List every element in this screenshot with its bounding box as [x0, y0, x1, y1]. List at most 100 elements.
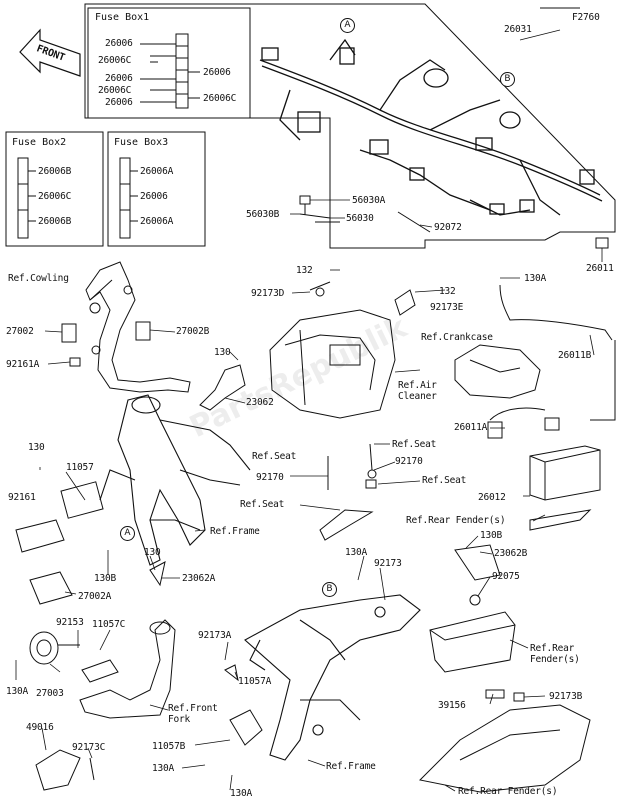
fuse-box-3-icon	[119, 157, 138, 239]
harness-boundary	[84, 3, 616, 249]
part-label-130b[interactable]: 130B	[480, 530, 503, 541]
relay-27002-icon	[61, 323, 77, 343]
part-label-132[interactable]: 132	[296, 265, 313, 276]
ref-seat[interactable]: Ref.Seat	[240, 499, 285, 510]
part-label-92161a[interactable]: 92161A	[6, 359, 40, 370]
figure-id: F2760	[572, 12, 600, 23]
part-label-130[interactable]: 130	[144, 547, 161, 558]
part-label-49016[interactable]: 49016	[26, 722, 54, 733]
part-label-92173[interactable]: 92173	[374, 558, 402, 569]
part-label-130a[interactable]: 130A	[345, 547, 368, 558]
fuse-box-1-left-part[interactable]: 26006	[105, 97, 133, 108]
fuse-box-1-right-part[interactable]: 26006	[203, 67, 231, 78]
fuse-box-3-part[interactable]: 26006	[140, 191, 168, 202]
bracket-23062-icon	[199, 364, 246, 411]
part-label-92075[interactable]: 92075	[492, 571, 520, 582]
horn-icon	[29, 631, 80, 665]
guard-49016-icon	[35, 749, 81, 791]
ref-rear-fender[interactable]: Ref.Rear Fender(s)	[406, 515, 506, 526]
front-arrow-icon	[19, 28, 81, 77]
part-label-130a[interactable]: 130A	[524, 273, 547, 284]
part-label-130a[interactable]: 130A	[230, 788, 253, 799]
ref-seat[interactable]: Ref.Seat	[422, 475, 467, 486]
fuse-box-1-left-part[interactable]: 26006	[105, 73, 133, 84]
fuse-box-2-part[interactable]: 26006B	[38, 216, 72, 227]
part-label-11057c[interactable]: 11057C	[92, 619, 126, 630]
part-label-56030[interactable]: 56030	[346, 213, 374, 224]
part-label-132[interactable]: 132	[439, 286, 456, 297]
part-label-92170[interactable]: 92170	[256, 472, 284, 483]
ref-seat[interactable]: Ref.Seat	[392, 439, 437, 450]
part-label-27002b[interactable]: 27002B	[176, 326, 210, 337]
part-label-92170[interactable]: 92170	[395, 456, 423, 467]
ref-frame[interactable]: Ref.Frame	[210, 526, 260, 537]
part-label-26011a[interactable]: 26011A	[454, 422, 488, 433]
cable-26011b-icon	[499, 284, 613, 341]
ref-front-fork[interactable]: Ref.Front Fork	[168, 703, 218, 725]
part-label-130a[interactable]: 130A	[6, 686, 29, 697]
ref-air-cleaner[interactable]: Ref.Air Cleaner	[398, 380, 437, 402]
relay-27002b-icon	[135, 321, 151, 341]
part-label-26011b[interactable]: 26011B	[558, 350, 592, 361]
part-label-23062[interactable]: 23062	[246, 397, 274, 408]
part-label-92173a[interactable]: 92173A	[198, 630, 232, 641]
part-label-130[interactable]: 130	[214, 347, 231, 358]
part-label-26011[interactable]: 26011	[586, 263, 614, 274]
part-label-92173d[interactable]: 92173D	[251, 288, 285, 299]
part-label-130b[interactable]: 130B	[94, 573, 117, 584]
fuse-box-2-frame	[5, 131, 104, 247]
part-label-92173c[interactable]: 92173C	[72, 742, 106, 753]
battery-icon	[529, 445, 601, 501]
part-label-23062a[interactable]: 23062A	[182, 573, 216, 584]
ref-crankcase[interactable]: Ref.Crankcase	[421, 332, 493, 343]
part-label-26012[interactable]: 26012	[478, 492, 506, 503]
part-label-27003[interactable]: 27003	[36, 688, 64, 699]
fuse-box-2-title: Fuse Box2	[12, 137, 67, 148]
part-label-39156[interactable]: 39156	[438, 700, 466, 711]
fuse-box-1-icon	[140, 33, 200, 109]
part-label-92153[interactable]: 92153	[56, 617, 84, 628]
leader-lines	[15, 29, 603, 792]
part-label-23062b[interactable]: 23062B	[494, 548, 528, 559]
fuse-box-2-part[interactable]: 26006C	[38, 191, 72, 202]
fuse-box-2-part[interactable]: 26006B	[38, 166, 72, 177]
part-label-92173e[interactable]: 92173E	[430, 302, 464, 313]
main-frame-icon	[99, 394, 251, 566]
rear-subframe-icon	[244, 594, 421, 761]
cowling-bracket-icon	[85, 261, 191, 393]
fuse-box-1-left-part[interactable]: 26006	[105, 38, 133, 49]
cable-26011a-icon	[489, 407, 546, 421]
ecu-92161-icon	[15, 519, 65, 553]
part-label-92161[interactable]: 92161	[8, 492, 36, 503]
ref-cowling[interactable]: Ref.Cowling	[8, 273, 69, 284]
fuse-box-1-left-part[interactable]: 26006C	[98, 85, 132, 96]
part-label-56030b[interactable]: 56030B	[246, 209, 280, 220]
part-label-11057a[interactable]: 11057A	[238, 676, 272, 687]
part-label-130[interactable]: 130	[28, 442, 45, 453]
part-label-92173b[interactable]: 92173B	[549, 691, 583, 702]
part-label-11057[interactable]: 11057	[66, 462, 94, 473]
fuse-box-2-icon	[17, 157, 36, 239]
fuse-box-3-frame	[107, 131, 206, 247]
seat-bracket-icon	[319, 509, 374, 541]
part-label-27002a[interactable]: 27002A	[78, 591, 112, 602]
fuse-box-3-part[interactable]: 26006A	[140, 166, 174, 177]
part-label-130a[interactable]: 130A	[152, 763, 175, 774]
part-label-27002[interactable]: 27002	[6, 326, 34, 337]
fuse-box-1-right-part[interactable]: 26006C	[203, 93, 237, 104]
ref-frame[interactable]: Ref.Frame	[326, 761, 376, 772]
wiring-harness-icon	[259, 38, 603, 216]
fuse-box-3-part[interactable]: 26006A	[140, 216, 174, 227]
part-label-56030a[interactable]: 56030A	[352, 195, 386, 206]
ref-seat[interactable]: Ref.Seat	[252, 451, 297, 462]
crankcase-icon	[454, 344, 541, 399]
part-label-11057b[interactable]: 11057B	[152, 741, 186, 752]
battery-pad-icon	[529, 509, 592, 531]
part-label-92072[interactable]: 92072	[434, 222, 462, 233]
ref-rear-fender[interactable]: Ref.Rear Fender(s)	[530, 643, 580, 665]
part-label-26031[interactable]: 26031	[504, 24, 532, 35]
fuse-box-1-left-part[interactable]: 26006C	[98, 55, 132, 66]
ref-rear-fender[interactable]: Ref.Rear Fender(s)	[458, 786, 558, 797]
